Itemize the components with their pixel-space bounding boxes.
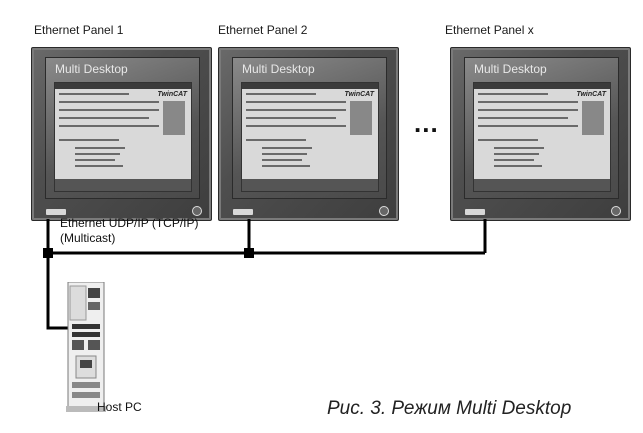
figure-caption: Рис. 3. Режим Multi Desktop [327,398,572,419]
panel-2-title: Ethernet Panel 2 [218,23,308,37]
screen-title: Multi Desktop [474,62,547,76]
host-pc-label: Host PC [97,400,142,414]
network-label-line1: Ethernet UDP/IP (TCP/IP) [60,216,199,230]
app-logo: TwinCAT [344,91,374,98]
panel-screen: Multi Desktop TwinCAT [45,57,200,199]
power-button-icon [192,206,202,216]
brand-label [46,209,66,215]
network-label: Ethernet UDP/IP (TCP/IP) (Multicast) [60,216,199,246]
ethernet-panel-1: Multi Desktop TwinCAT [31,47,212,221]
app-window: TwinCAT [54,82,192,192]
app-window: TwinCAT [473,82,611,192]
power-button-icon [379,206,389,216]
junction-2 [244,248,254,258]
screen-title: Multi Desktop [242,62,315,76]
power-button-icon [611,206,621,216]
panel-1-title: Ethernet Panel 1 [34,23,124,37]
app-logo: TwinCAT [576,91,606,98]
ethernet-panel-x: Multi Desktop TwinCAT [450,47,631,221]
app-logo: TwinCAT [157,91,187,98]
brand-label [465,209,485,215]
app-window: TwinCAT [241,82,379,192]
junction-1 [43,248,53,258]
screen-title: Multi Desktop [55,62,128,76]
host-pc-icon [66,282,106,412]
ellipsis: ... [414,108,439,138]
panel-screen: Multi Desktop TwinCAT [232,57,387,199]
panel-screen: Multi Desktop TwinCAT [464,57,619,199]
brand-label [233,209,253,215]
ethernet-panel-2: Multi Desktop TwinCAT [218,47,399,221]
network-label-line2: (Multicast) [60,231,116,245]
panel-x-title: Ethernet Panel x [445,23,534,37]
